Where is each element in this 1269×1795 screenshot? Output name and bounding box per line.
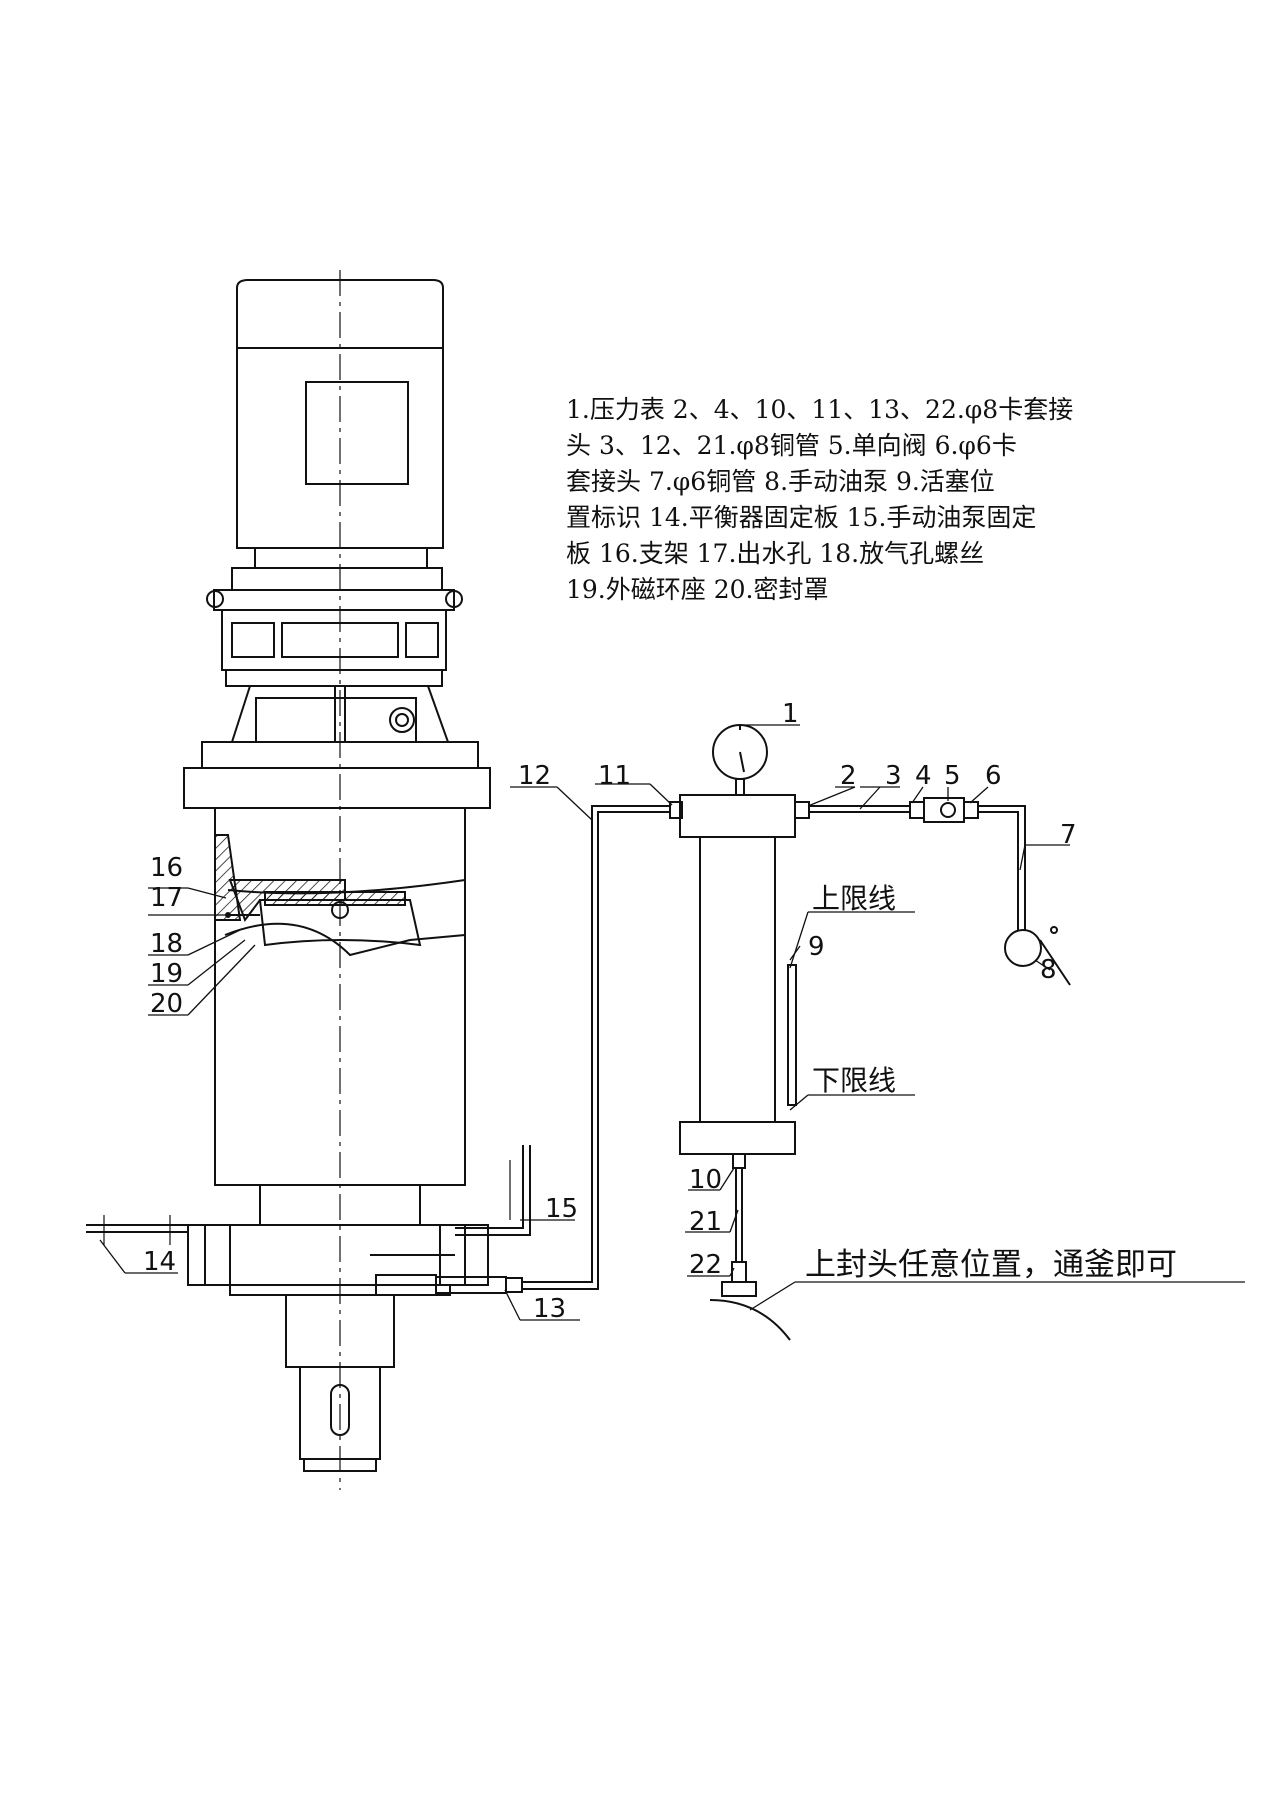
callout-6: 6 xyxy=(985,761,1002,791)
mount-note: 上封头任意位置，通釜即可 xyxy=(805,1247,1177,1283)
callout-8: 8 xyxy=(1040,955,1057,985)
reactor-body xyxy=(183,741,491,1472)
support-bracket xyxy=(86,1145,531,1245)
annotations: 上限线 下限线 上封头任意位置，通釜即可 xyxy=(805,882,1177,1283)
leader-lines xyxy=(99,724,1245,1321)
callout-12: 12 xyxy=(518,761,551,791)
callout-20: 20 xyxy=(150,989,183,1019)
callout-labels: 1 2 3 4 5 6 7 8 9 10 11 12 13 14 15 16 1… xyxy=(143,699,1077,1324)
motor xyxy=(206,279,463,743)
pressure-gauge xyxy=(712,724,768,796)
callout-9: 9 xyxy=(808,932,825,962)
callout-14: 14 xyxy=(143,1247,176,1277)
legend-line: 头 3、12、21.φ8铜管 5.单向阀 6.φ6卡 xyxy=(566,431,1017,460)
pipeline-right xyxy=(809,797,1071,986)
copper-pipe-12-inner xyxy=(522,811,670,1290)
legend-line: 1.压力表 2、4、10、11、13、22.φ8卡套接 xyxy=(566,395,1074,424)
legend-line: 套接头 7.φ6铜管 8.手动油泵 9.活塞位 xyxy=(566,467,995,496)
copper-pipe-12 xyxy=(522,805,670,1283)
callout-4: 4 xyxy=(915,761,932,791)
fitting-13 xyxy=(375,1274,523,1296)
callout-19: 19 xyxy=(150,959,183,989)
callout-2: 2 xyxy=(840,761,857,791)
lower-limit-label: 下限线 xyxy=(812,1064,896,1097)
legend-line: 板 16.支架 17.出水孔 18.放气孔螺丝 xyxy=(566,539,985,568)
balancer xyxy=(669,794,810,1155)
cutaway-section xyxy=(214,834,466,957)
callout-18: 18 xyxy=(150,929,183,959)
legend-line: 置标识 14.平衡器固定板 15.手动油泵固定 xyxy=(566,503,1037,532)
callout-5: 5 xyxy=(944,761,961,791)
legend-line: 19.外磁环座 20.密封罩 xyxy=(566,575,829,604)
upper-limit-label: 上限线 xyxy=(812,882,896,915)
callout-7: 7 xyxy=(1060,820,1077,850)
callout-17: 17 xyxy=(150,883,183,913)
parts-legend: 1.压力表 2、4、10、11、13、22.φ8卡套接 头 3、12、21.φ8… xyxy=(566,392,1106,608)
callout-13: 13 xyxy=(533,1294,566,1324)
callout-10: 10 xyxy=(689,1165,722,1195)
callout-21: 21 xyxy=(689,1207,722,1237)
callout-3: 3 xyxy=(885,761,902,791)
callout-16: 16 xyxy=(150,853,183,883)
callout-22: 22 xyxy=(689,1250,722,1280)
callout-11: 11 xyxy=(598,761,631,791)
callout-15: 15 xyxy=(545,1194,578,1224)
callout-1: 1 xyxy=(782,699,799,729)
